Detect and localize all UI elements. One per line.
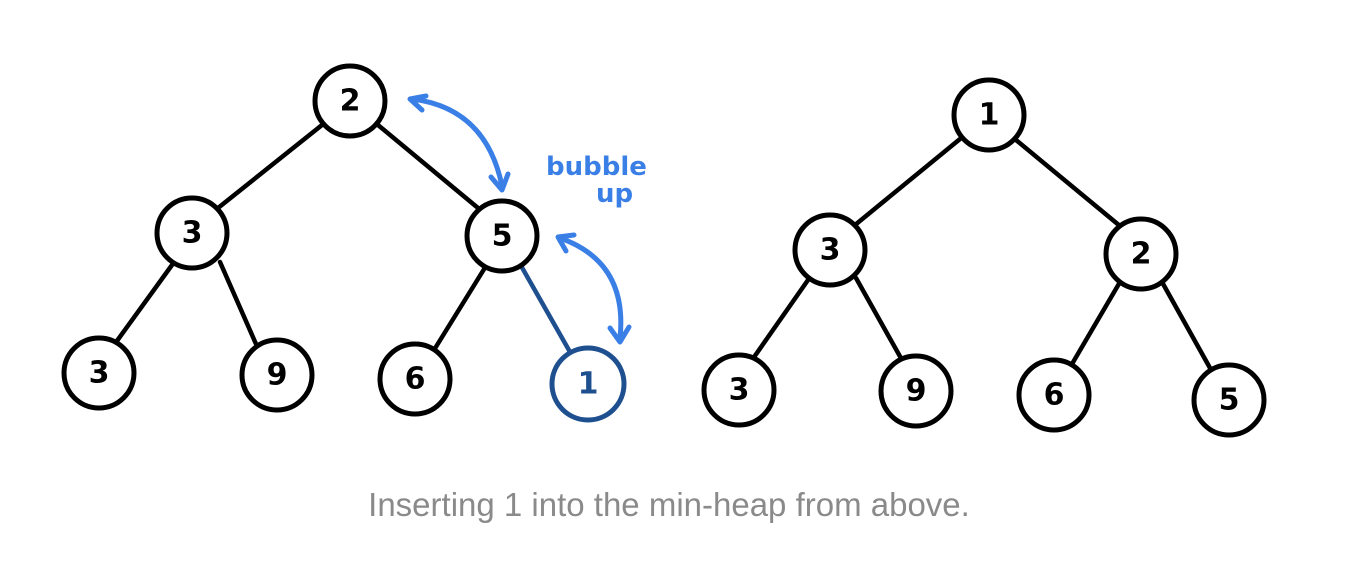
- before-node-rl: 6: [377, 341, 453, 417]
- before-node-ll: 3: [61, 335, 137, 411]
- after-tree: 1 3 2 3 9 6 5: [701, 77, 1267, 438]
- before-edge-root-right: [375, 122, 481, 211]
- before-node-lr: 9: [239, 337, 315, 413]
- before-node-right-label: 5: [492, 219, 513, 254]
- before-node-inserted-label: 1: [578, 367, 599, 402]
- annotation-line-1: bubble: [546, 152, 647, 182]
- bubble-up-arrow-top: [407, 93, 511, 193]
- before-edge-l-lr: [217, 259, 259, 347]
- after-node-right-label: 2: [1131, 237, 1152, 272]
- after-edge-root-left: [852, 136, 963, 228]
- after-node-rl-label: 6: [1044, 378, 1065, 413]
- before-tree: 2 3 5 3 9 6 1: [61, 63, 647, 423]
- figure-caption: Inserting 1 into the min-heap from above…: [368, 486, 970, 523]
- before-edge-r-rl: [431, 263, 489, 353]
- after-edge-r-rr: [1159, 279, 1213, 371]
- after-node-lr-label: 9: [906, 374, 927, 409]
- before-node-root: 2: [312, 63, 388, 139]
- before-node-left-label: 3: [182, 216, 203, 251]
- after-node-ll-label: 3: [729, 373, 750, 408]
- after-node-left-label: 3: [820, 233, 841, 268]
- after-edge-root-right: [1013, 137, 1123, 229]
- after-edge-l-ll: [749, 277, 811, 363]
- after-edge-l-lr: [853, 275, 905, 363]
- bubble-up-arrow-bottom: [555, 232, 632, 345]
- before-node-left: 3: [154, 195, 230, 271]
- before-edge-root-left: [215, 122, 325, 211]
- after-node-rr: 5: [1191, 362, 1267, 438]
- after-node-rr-label: 5: [1219, 383, 1240, 418]
- before-node-root-label: 2: [340, 84, 361, 119]
- before-node-ll-label: 3: [89, 356, 110, 391]
- annotation-line-2: up: [596, 179, 633, 209]
- before-node-lr-label: 9: [267, 358, 288, 393]
- after-edge-r-rl: [1069, 279, 1123, 367]
- before-edge-r-rr: [517, 261, 573, 355]
- before-edge-l-ll: [111, 262, 175, 348]
- after-node-ll: 3: [701, 352, 777, 428]
- after-node-right: 2: [1103, 216, 1179, 292]
- before-node-rl-label: 6: [405, 362, 426, 397]
- after-node-left: 3: [792, 212, 868, 288]
- after-node-root: 1: [951, 77, 1027, 153]
- after-node-lr: 9: [878, 353, 954, 429]
- before-node-inserted: 1: [549, 345, 627, 423]
- before-node-right: 5: [464, 198, 540, 274]
- after-node-rl: 6: [1016, 357, 1092, 433]
- after-node-root-label: 1: [979, 98, 1000, 133]
